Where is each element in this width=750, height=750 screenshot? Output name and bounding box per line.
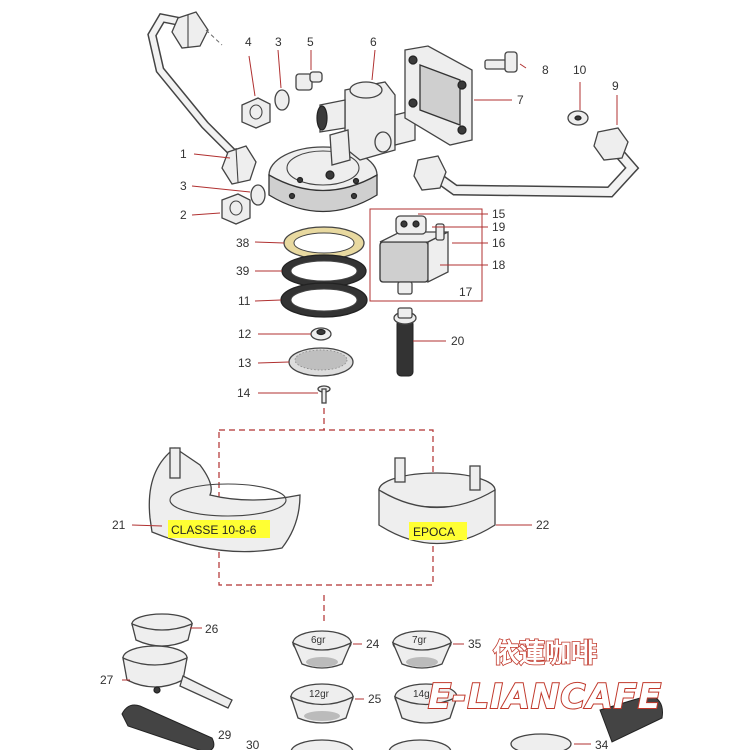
epoca-label: EPOCA (413, 525, 455, 539)
pin-5 (295, 71, 323, 91)
label-8: 8 (542, 63, 549, 77)
label-5: 5 (307, 35, 314, 49)
label-13: 13 (238, 356, 252, 370)
label-39: 39 (236, 264, 250, 278)
filter-basket-7gr (391, 630, 453, 669)
label-7: 7 (517, 93, 524, 107)
cup-label-14g: 14g (413, 689, 430, 700)
o-ring-3a (274, 89, 290, 111)
label-26: 26 (205, 622, 219, 636)
pipe-right (413, 127, 640, 198)
label-25: 25 (368, 692, 382, 706)
pipe-left (147, 11, 257, 185)
screw-14 (317, 385, 331, 404)
cup-label-6gr: 6gr (311, 635, 326, 646)
label-1: 1 (180, 147, 187, 161)
solenoid-box (369, 208, 483, 302)
bracket-7 (404, 45, 473, 146)
gasket-11 (280, 282, 368, 318)
label-27: 27 (100, 673, 114, 687)
basket-26 (131, 613, 193, 647)
group-head-body (268, 146, 378, 213)
label-21: 21 (112, 518, 126, 532)
label-30: 30 (246, 738, 260, 750)
label-6: 6 (370, 35, 377, 49)
label-11: 11 (238, 294, 251, 308)
filter-basket-12gr (289, 683, 355, 724)
classe-highlight (168, 520, 270, 538)
label-22: 22 (536, 518, 550, 532)
tamper-right (599, 694, 663, 743)
cup-label-12gr: 12gr (309, 689, 330, 700)
filter-basket-14g (393, 683, 459, 724)
washer-10 (567, 110, 589, 126)
label-9: 9 (612, 79, 619, 93)
label-20: 20 (451, 334, 465, 348)
label-29: 29 (218, 728, 232, 742)
label-2: 2 (180, 208, 187, 222)
screw-8 (484, 51, 518, 73)
nut-2 (221, 193, 251, 225)
label-18: 18 (492, 258, 506, 272)
label-17: 17 (459, 285, 473, 299)
label-4: 4 (245, 35, 252, 49)
label-3a: 3 (180, 179, 187, 193)
gasket-39 (281, 254, 367, 288)
cup-label-7gr: 7gr (412, 635, 427, 646)
label-16: 16 (492, 236, 506, 250)
label-38: 38 (236, 236, 250, 250)
valve-block (316, 81, 416, 166)
epoca-highlight (409, 522, 467, 540)
portafilter-27 (122, 645, 233, 709)
watermark-chinese: 依蓮咖啡 (493, 639, 597, 669)
shower-screen-13 (288, 347, 354, 377)
label-35: 35 (468, 637, 482, 651)
filter-basket-6gr (291, 630, 353, 669)
part-number-labels: 1 3 2 4 3 5 6 8 7 10 9 38 39 11 12 13 14… (100, 35, 619, 750)
label-3b: 3 (275, 35, 282, 49)
o-ring-3b (250, 184, 266, 206)
gasket-38 (283, 226, 365, 260)
label-34: 34 (595, 738, 609, 750)
watermark-latin: E-LIANCAFE (428, 677, 662, 717)
leader-lines (122, 49, 618, 745)
label-14: 14 (237, 386, 251, 400)
label-12: 12 (238, 327, 252, 341)
label-10: 10 (573, 63, 587, 77)
spacer-12 (310, 327, 332, 341)
tube-20 (393, 307, 417, 377)
classe-label: CLASSE 10-8-6 (171, 523, 257, 537)
filter-basket-bottom (290, 733, 572, 750)
handle-29 (121, 704, 215, 750)
nut-4 (241, 97, 271, 129)
label-15: 15 (492, 207, 506, 221)
label-24: 24 (366, 637, 380, 651)
label-19: 19 (492, 220, 506, 234)
